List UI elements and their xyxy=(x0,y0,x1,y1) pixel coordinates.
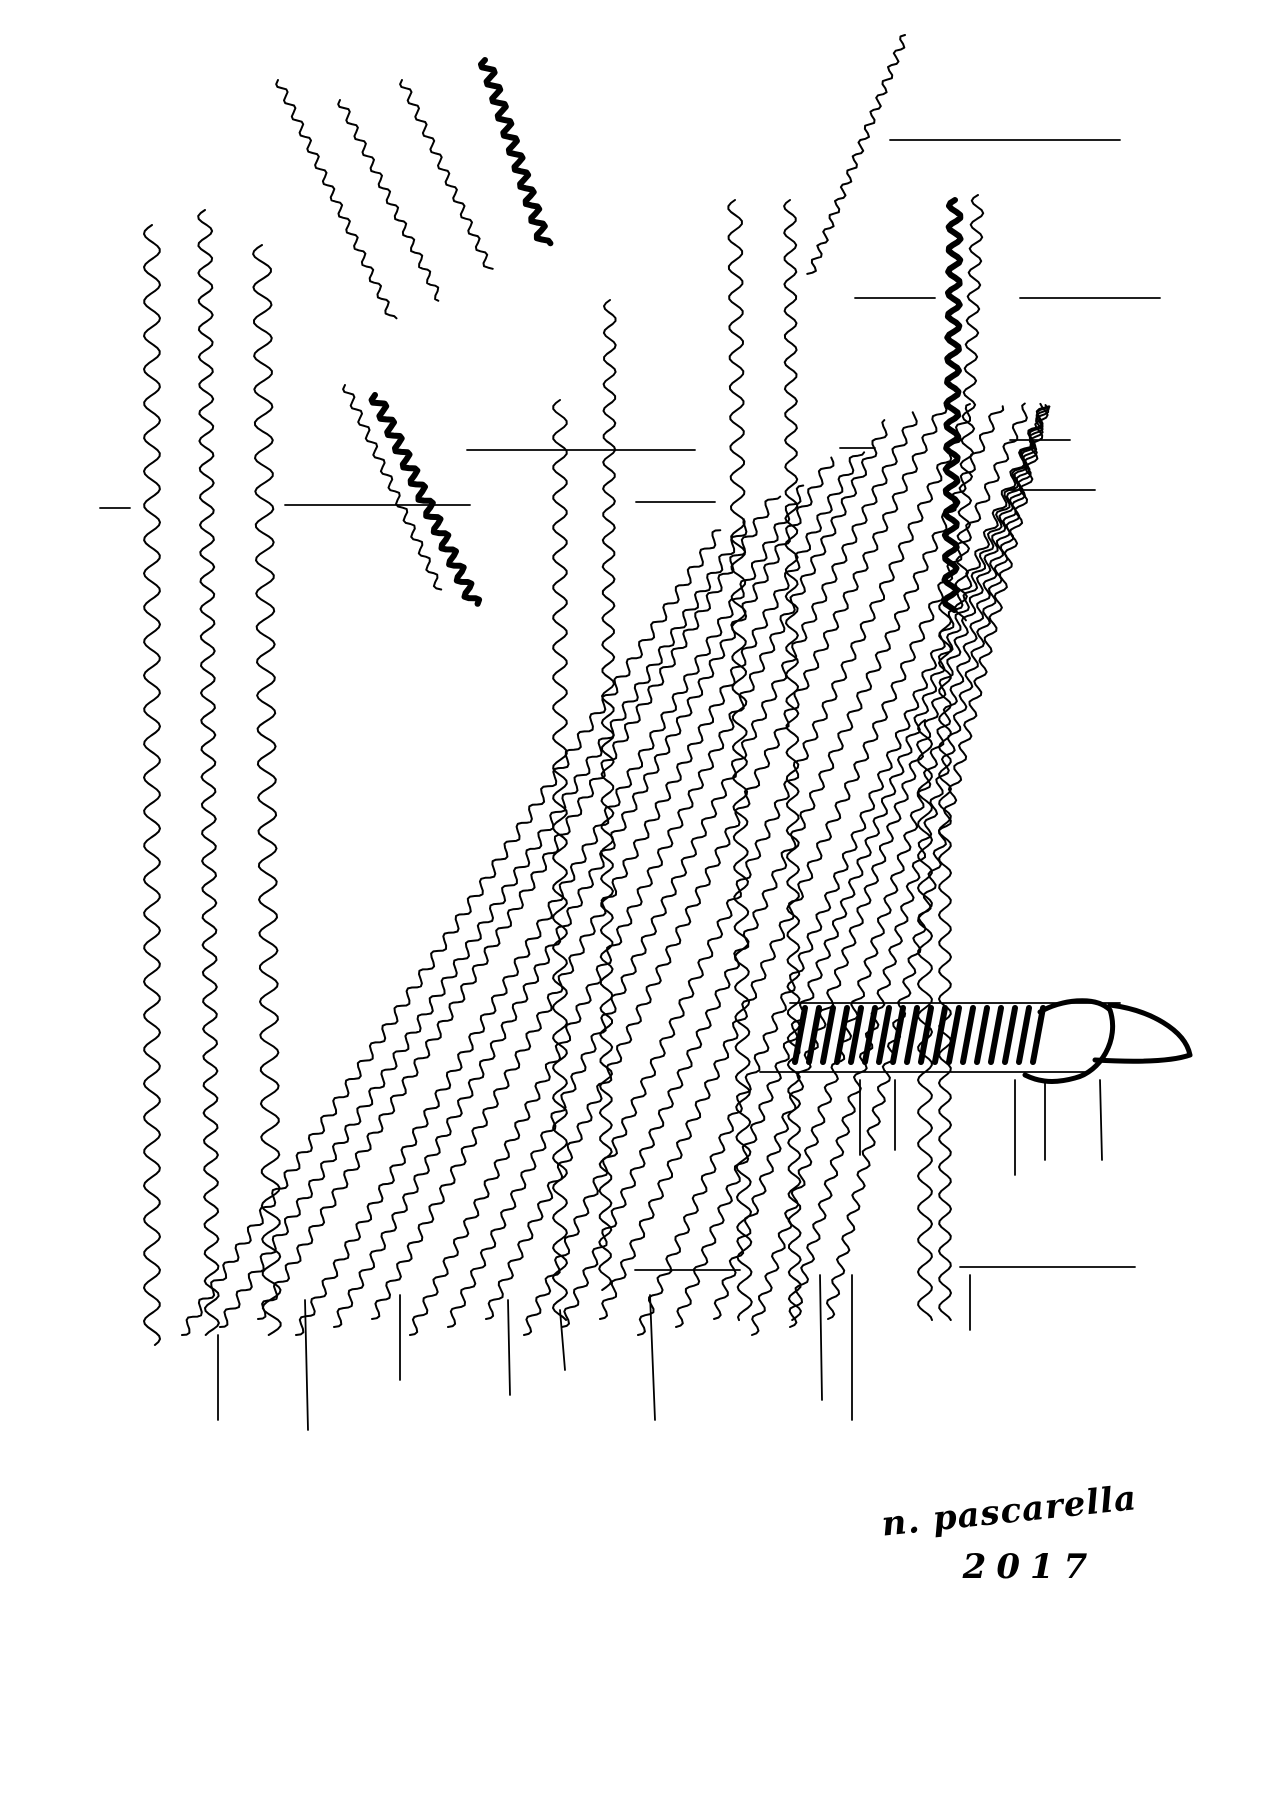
diagonal-wavy-line xyxy=(181,529,722,1336)
straight-lines xyxy=(99,139,1161,1431)
hatch-stroke xyxy=(792,1005,808,1065)
diagonal-wavy-line xyxy=(806,34,906,275)
vertical-drip-line xyxy=(1099,1079,1103,1161)
hatch-stroke xyxy=(1030,1005,1046,1065)
diagonal-wavy-line xyxy=(257,495,782,1320)
hatch-stroke xyxy=(806,1005,822,1065)
diagonal-wavy-line xyxy=(599,402,1028,1320)
bold-wavy-stroke xyxy=(478,57,554,247)
bold-wavy-strokes xyxy=(368,57,964,614)
hatch-stroke xyxy=(820,1005,836,1065)
diagonal-wavy-line xyxy=(485,404,948,1320)
hatch-stroke xyxy=(988,1005,1004,1065)
vertical-drip-line xyxy=(819,1274,823,1401)
bold-wavy-stroke xyxy=(368,392,483,607)
diagonal-wavy-line xyxy=(637,405,1050,1336)
diagonal-wavy-line xyxy=(523,403,971,1336)
hatch-stroke xyxy=(946,1005,962,1065)
hatch-stroke xyxy=(904,1005,920,1065)
diagonal-wavy-line xyxy=(788,404,1050,1328)
hatch-stroke xyxy=(974,1005,990,1065)
vertical-wavy-line xyxy=(552,399,568,1321)
vertical-wavy-line xyxy=(917,719,933,1321)
diagonal-wavy-line xyxy=(675,405,1050,1328)
hatch-stroke xyxy=(932,1005,948,1065)
diagonal-wavy-line xyxy=(751,405,1051,1336)
diagonal-wavy-line xyxy=(447,411,918,1328)
hatch-stroke xyxy=(1002,1005,1018,1065)
diagonal-wavy-line xyxy=(333,456,835,1328)
vertical-wavy-line xyxy=(727,199,753,1322)
vertical-wavy-line xyxy=(953,194,985,622)
diagonal-wavy-line xyxy=(561,405,1005,1328)
diagonal-wavy-line xyxy=(409,419,888,1336)
vertical-drip-line xyxy=(304,1299,309,1431)
vertical-wavy-line xyxy=(598,299,617,1291)
vertical-wavy-line xyxy=(143,224,161,1346)
diagonal-wavy-line xyxy=(342,384,443,591)
curved-shape-outline xyxy=(1022,998,1193,1084)
diagonal-wavy-line xyxy=(219,518,748,1328)
hatch-stroke xyxy=(862,1005,878,1065)
diagonal-wavy-line xyxy=(713,405,1051,1320)
vertical-drip-line xyxy=(649,1294,656,1421)
hatch-stroke xyxy=(876,1005,892,1065)
diagonal-wavy-line xyxy=(295,484,805,1336)
hatch-stroke xyxy=(848,1005,864,1065)
artist-signature: n. pascarella 2017 xyxy=(880,1478,1140,1615)
vertical-wavy-line xyxy=(252,244,282,1336)
curved-shape xyxy=(1022,998,1116,1084)
thin-wavy-lines xyxy=(143,34,1051,1346)
hatched-band xyxy=(792,1005,1046,1065)
hatch-stroke xyxy=(834,1005,850,1065)
hatch-stroke xyxy=(960,1005,976,1065)
vertical-drip-line xyxy=(559,1309,566,1371)
bold-wavy-stroke xyxy=(941,197,964,614)
vertical-wavy-line xyxy=(197,209,220,1336)
vertical-drip-line xyxy=(507,1299,511,1396)
vertical-wavy-line xyxy=(938,599,952,1321)
diagonal-wavy-line xyxy=(371,451,866,1320)
hatch-stroke xyxy=(918,1005,934,1065)
diagonal-wavy-line xyxy=(337,99,440,302)
diagonal-wavy-line xyxy=(826,402,1049,1320)
diagonal-wavy-line xyxy=(399,79,494,270)
vertical-wavy-line xyxy=(783,199,802,1321)
diagonal-wavy-line xyxy=(275,79,398,320)
curved-shape xyxy=(1092,1002,1193,1064)
hatch-stroke xyxy=(1016,1005,1032,1065)
hatch-stroke xyxy=(890,1005,906,1065)
signature-year: 2017 xyxy=(962,1547,1098,1587)
